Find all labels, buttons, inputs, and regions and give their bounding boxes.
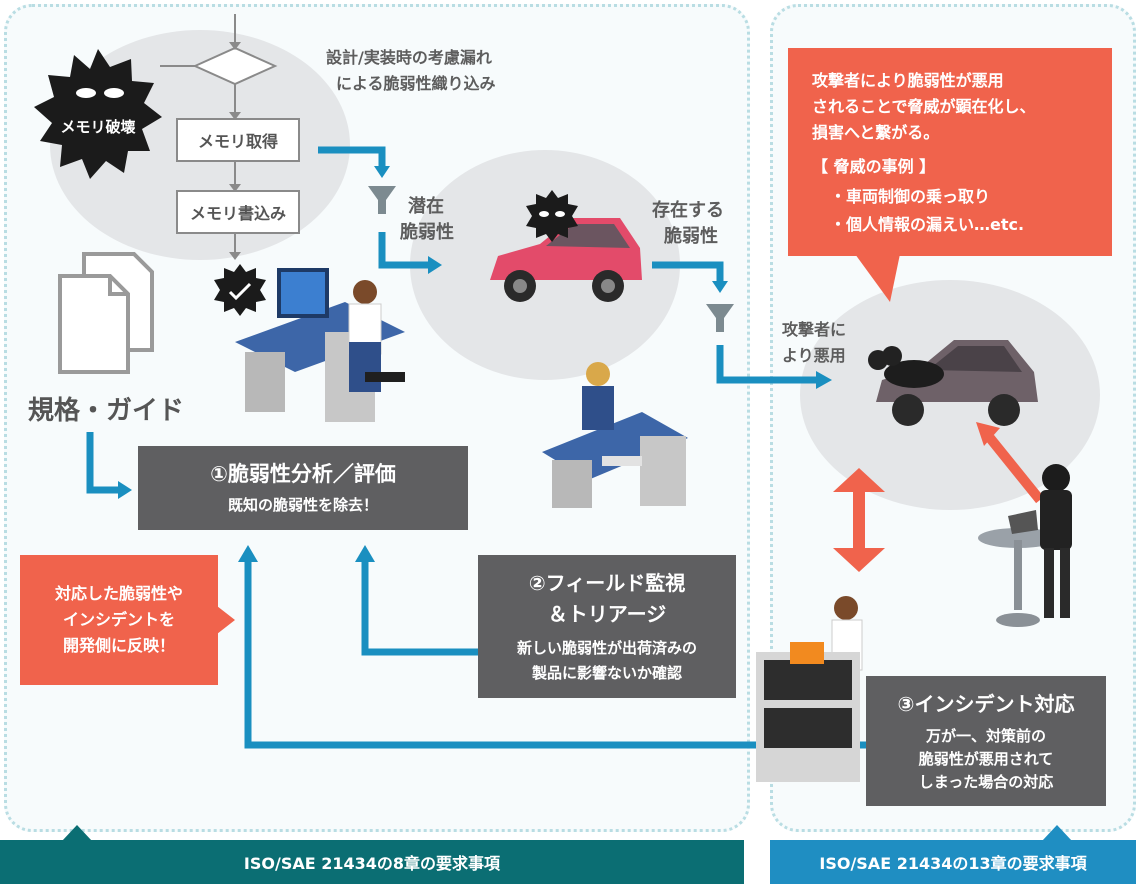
threat-example-1: ・車両制御の乗っ取り	[830, 187, 991, 206]
existing-label-line2: 脆弱性	[664, 226, 718, 247]
step3-body3: しまった場合の対応	[918, 773, 1054, 791]
feedback-line1: 対応した脆弱性や	[54, 584, 183, 603]
virus-icon	[34, 49, 162, 179]
hacker-icon	[978, 464, 1072, 627]
threat-examples-title: 【 脅威の事例 】	[812, 157, 936, 176]
step2-title2: ＆トリアージ	[547, 602, 667, 626]
step3-box: ③インシデント対応 万が一、対策前の 脆弱性が悪用されて しまった場合の対応	[866, 676, 1106, 806]
engineer-icon	[542, 362, 688, 508]
threat-line3: 損害へと繋がる。	[812, 123, 940, 142]
step2-title1: ②フィールド監視	[528, 571, 686, 595]
smoke-icon	[868, 346, 902, 370]
latent-label-line2: 脆弱性	[400, 222, 454, 243]
standards-label: 規格・ガイド	[28, 396, 185, 426]
exploited-label-line1: 攻撃者に	[782, 320, 847, 339]
footer-left-notch	[62, 825, 92, 841]
footer-left: ISO/SAE 21434の8章の要求事項	[0, 840, 744, 884]
step1-box: ①脆弱性分析／評価 既知の脆弱性を除去！	[138, 446, 468, 530]
threat-line2: されることで脅威が顕在化し、	[812, 97, 1036, 116]
step1-title: ①脆弱性分析／評価	[210, 462, 396, 486]
latent-label-line1: 潜在	[408, 196, 444, 217]
flow-note-line1: 設計/実装時の考慮漏れ	[326, 48, 492, 67]
threat-bubble: 攻撃者により脆弱性が悪用 されることで脅威が顕在化し、 損害へと繋がる。 【 脅…	[788, 48, 1112, 256]
step1-body: 既知の脆弱性を除去！	[227, 496, 378, 514]
step3-body1: 万が一、対策前の	[925, 727, 1046, 745]
memory-badge: メモリ破壊	[60, 118, 136, 136]
feedback-line3: 開発側に反映！	[62, 636, 175, 655]
step2-body2: 製品に影響ないか確認	[531, 664, 682, 682]
document-icon	[58, 252, 154, 374]
flow-note-line2: による脆弱性織り込み	[336, 74, 496, 93]
virus-icon	[526, 190, 578, 242]
memory-write-box: メモリ書込み	[176, 190, 300, 234]
car-icon	[876, 340, 1038, 426]
engineer-icon	[756, 596, 863, 782]
memory-acquire-box: メモリ取得	[176, 118, 300, 162]
footer-right-notch	[1042, 825, 1072, 841]
virus-icon	[214, 264, 266, 316]
engineer-icon	[235, 268, 405, 422]
feedback-line2: インシデントを	[62, 610, 175, 629]
exploited-label-line2: より悪用	[782, 346, 846, 365]
filter-funnel-icon	[368, 186, 734, 332]
feedback-pointer	[217, 606, 235, 634]
existing-label-line1: 存在する	[652, 200, 724, 221]
threat-line1: 攻撃者により脆弱性が悪用	[812, 71, 1004, 90]
threat-example-2: ・個人情報の漏えい…etc.	[830, 215, 1025, 234]
step3-body2: 脆弱性が悪用されて	[918, 750, 1054, 768]
feedback-note: 対応した脆弱性や インシデントを 開発側に反映！	[20, 555, 218, 685]
footer-right: ISO/SAE 21434の13章の要求事項	[770, 840, 1136, 884]
step2-box: ②フィールド監視 ＆トリアージ 新しい脆弱性が出荷済みの 製品に影響ないか確認	[478, 555, 736, 698]
step3-title: ③インシデント対応	[897, 692, 1075, 716]
step2-body1: 新しい脆弱性が出荷済みの	[516, 639, 697, 657]
